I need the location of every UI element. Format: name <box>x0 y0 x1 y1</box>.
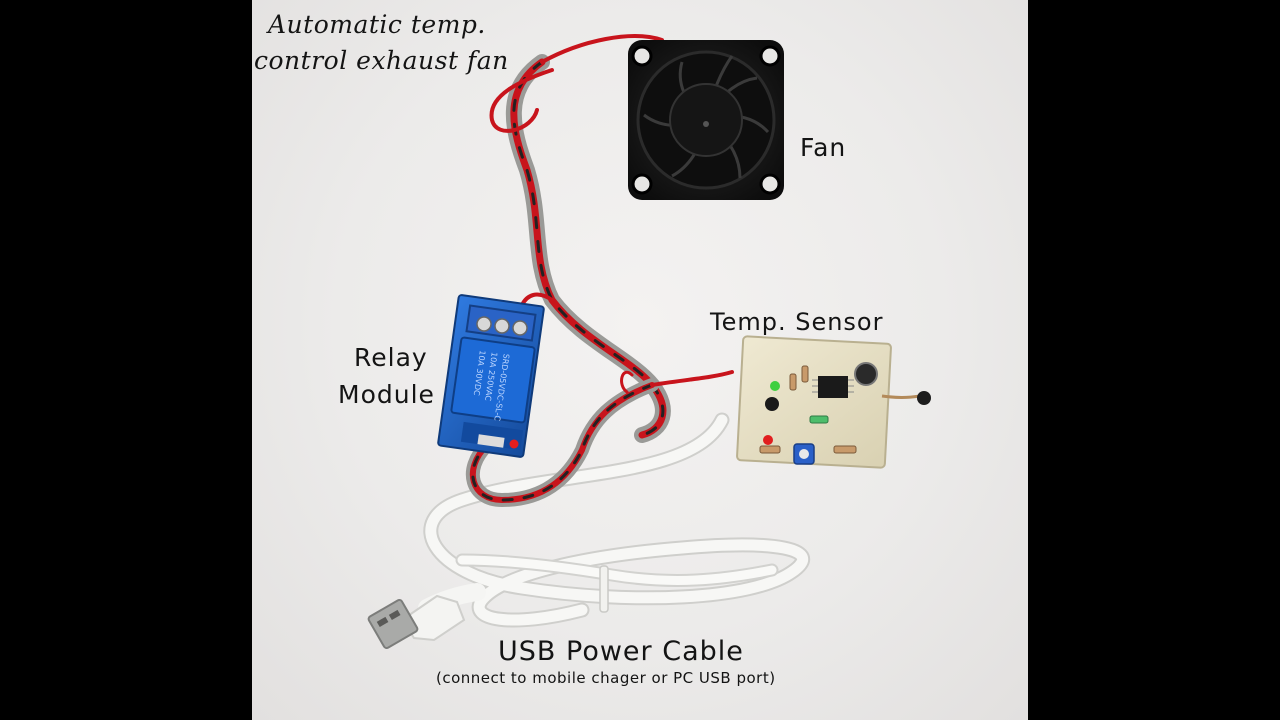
relay-module: SRD-05VDC-SL-C 10A 250VAC 10A 30VDC <box>437 294 545 458</box>
caption-line-2: control exhaust fan <box>254 46 509 75</box>
wire-bundle <box>465 34 734 508</box>
caption-line-1: Automatic temp. <box>268 10 486 39</box>
relay-label-line-2: Module <box>338 380 435 409</box>
photo-illustration: SRD-05VDC-SL-C 10A 250VAC 10A 30VDC <box>367 34 931 649</box>
relay-label-line-1: Relay <box>354 343 428 372</box>
project-photo: SRD-05VDC-SL-C 10A 250VAC 10A 30VDC <box>252 0 1028 720</box>
cable-tie <box>599 565 609 613</box>
fan-label: Fan <box>800 133 847 162</box>
fan <box>628 40 784 200</box>
temp-sensor-board <box>736 335 931 469</box>
usb-plug <box>367 594 466 649</box>
usb-cable-note: (connect to mobile chager or PC USB port… <box>436 669 776 687</box>
usb-cable-label: USB Power Cable <box>498 636 744 667</box>
temp-sensor-label: Temp. Sensor <box>710 308 884 336</box>
